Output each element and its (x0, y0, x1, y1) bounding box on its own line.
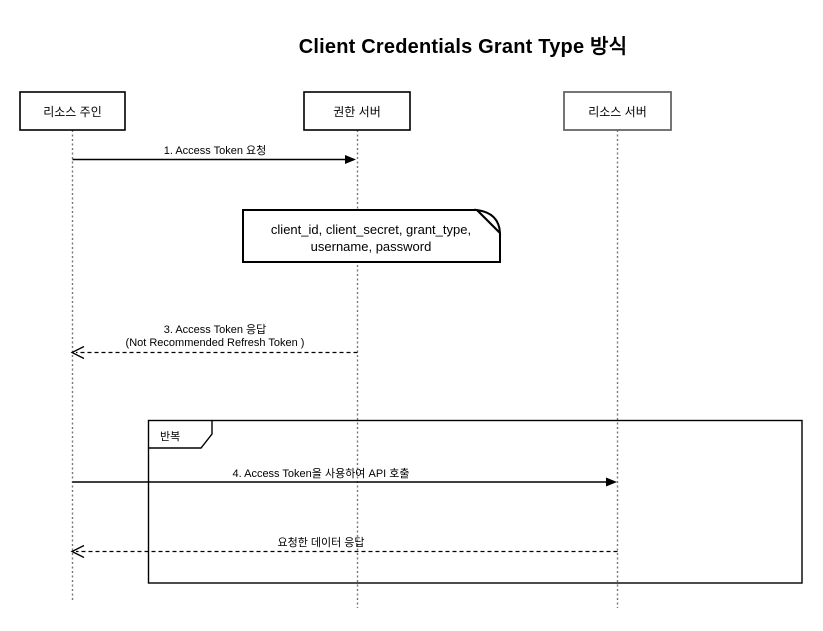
message-4-label: 4. Access Token을 사용하여 API 호출 (232, 468, 410, 480)
message-3-arrow (70, 345, 358, 360)
actor-label-resource-owner: 리소스 주인 (43, 104, 102, 119)
diagram-title: Client Credentials Grant Type 방식 (298, 36, 628, 58)
message-1-arrow (72, 155, 356, 164)
note-text-line2: username, password (310, 239, 432, 254)
loop-frame (147, 419, 803, 584)
actor-box-auth-server (303, 91, 411, 131)
note-shape (242, 208, 502, 263)
message-3-label: 3. Access Token 응답 (Not Recommended Refr… (126, 324, 305, 350)
actor-box-resource-server (563, 91, 672, 131)
loop-frame-label: 반복 (160, 431, 181, 443)
message-5-arrow (70, 544, 618, 559)
message-4-arrow (72, 477, 617, 487)
note-text: client_id, client_secret, grant_type, us… (271, 221, 471, 255)
actor-label-resource-server: 리소스 서버 (588, 104, 647, 119)
note-text-line1: client_id, client_secret, grant_type, (270, 222, 472, 237)
message-3-label-line1: 3. Access Token 응답 (163, 324, 267, 336)
message-5-label: 요청한 데이터 응답 (277, 537, 365, 549)
message-1-label: 1. Access Token 요청 (163, 145, 267, 157)
message-3-label-line2: (Not Recommended Refresh Token ) (125, 337, 305, 349)
actor-label-auth-server: 권한 서버 (333, 104, 381, 119)
actor-box-resource-owner (19, 91, 126, 131)
